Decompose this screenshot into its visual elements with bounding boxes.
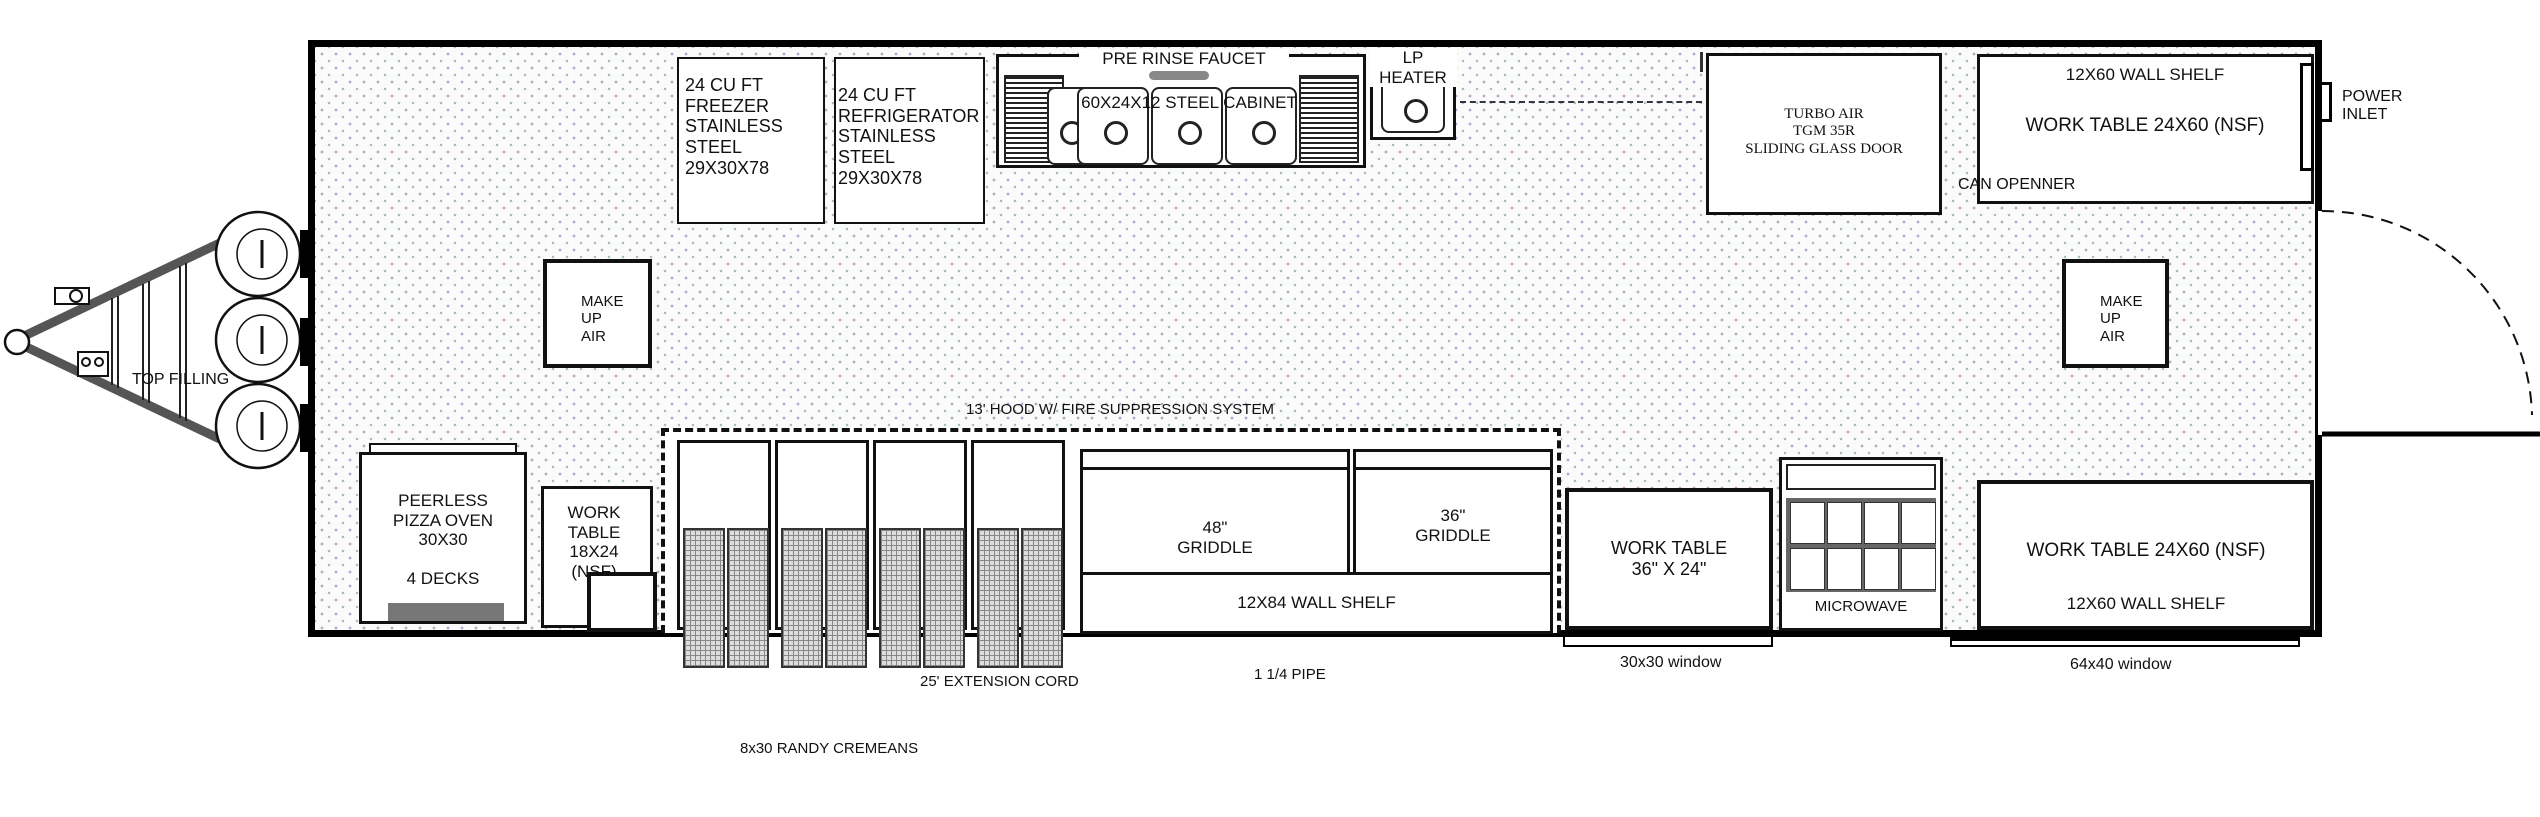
microwave-pane [1864, 548, 1899, 590]
pizza-oven: PEERLESS PIZZA OVEN 30X30 4 DECKS [359, 452, 527, 624]
fryer [873, 440, 967, 668]
door-swing [2321, 210, 2540, 437]
microwave: MICROWAVE [1779, 457, 1943, 631]
work-table-top-right: 12X60 WALL SHELF WORK TABLE 24X60 (NSF) [1977, 54, 2314, 204]
fryer-basket [977, 528, 1019, 668]
fryer [677, 440, 771, 668]
lp-heater-label: LP HEATER [1369, 48, 1457, 88]
can-opener-label: CAN OPENNER [1958, 176, 2076, 193]
make-up-air-right: MAKE UP AIR [2062, 259, 2169, 368]
work-table-36x24: WORK TABLE 36" X 24" [1565, 488, 1773, 630]
fryer-basket [923, 528, 965, 668]
faucet-label: PRE RINSE FAUCET [1079, 49, 1289, 69]
battery-box-icon [77, 351, 109, 377]
drawing-title: 8x30 RANDY CREMEANS [740, 740, 919, 757]
jack-icon [54, 287, 90, 305]
fryer-basket [727, 528, 769, 668]
fryer-basket [825, 528, 867, 668]
make-up-air-label: MAKE UP AIR [2100, 293, 2143, 345]
power-inlet-label: POWER INLET [2342, 88, 2403, 124]
lp-water-heater: LP HEATER [1369, 48, 1457, 140]
fryer [971, 440, 1065, 668]
sink-bowl [1151, 87, 1223, 165]
griddle-36-label: 36" GRIDDLE [1415, 506, 1491, 545]
fryer-basket [879, 528, 921, 668]
refrigerator-label: 24 CU FT REFRIGERATOR STAINLESS STEEL 29… [838, 85, 980, 188]
tongue-rail-top [18, 237, 224, 343]
microwave-top [1786, 464, 1936, 490]
sink-label: 60X24X12 STEEL CABINET [1081, 93, 1297, 112]
wall-shelf-label: 12X60 WALL SHELF [2065, 65, 2225, 84]
faucet-icon [1149, 71, 1209, 80]
make-up-air-label: MAKE UP AIR [581, 293, 624, 345]
hood-label: 13' HOOD W/ FIRE SUPPRESSION SYSTEM [966, 401, 1274, 418]
wall-shelf-84-label: 12X84 WALL SHELF [1237, 593, 1396, 612]
entry-door-opening[interactable] [2318, 211, 2326, 435]
window-30x30 [1563, 637, 1773, 647]
griddle-48-label: 48" GRIDDLE [1177, 518, 1253, 557]
turbo-air-label: TURBO AIR TGM 35R SLIDING GLASS DOOR [1745, 106, 1903, 157]
hand-sink [587, 572, 657, 632]
extension-cord-note: 25' EXTENSION CORD [920, 673, 1079, 690]
sink-bowl [1225, 87, 1297, 165]
work-table-label: WORK TABLE 24X60 (NSF) [2025, 115, 2265, 136]
tongue-crossbars [111, 263, 187, 421]
wall-shelf-12x84: 12X84 WALL SHELF [1080, 572, 1553, 634]
propane-tank-icon [214, 210, 302, 470]
microwave-window [1786, 498, 1936, 592]
tongue-rail-bottom [18, 339, 224, 445]
pizza-oven-label: PEERLESS PIZZA OVEN 30X30 4 DECKS [392, 491, 494, 589]
fryer-basket [683, 528, 725, 668]
griddle-48: 48" GRIDDLE [1080, 467, 1350, 575]
sink-bowl [1077, 87, 1149, 165]
oven-door [388, 603, 504, 621]
wall-shelf-label: 12X60 WALL SHELF [2066, 594, 2226, 613]
fryer [775, 440, 869, 668]
work-table-36-label: WORK TABLE 36" X 24" [1610, 538, 1728, 579]
power-inlet-box [2300, 63, 2314, 171]
trailer-hitch [3, 210, 309, 470]
freezer: 24 CU FT FREEZER STAINLESS STEEL 29X30X7… [677, 57, 825, 224]
three-compartment-sink: PRE RINSE FAUCET 60X24X12 STEEL CABINET [996, 49, 1366, 168]
turbo-air-cooler: TURBO AIR TGM 35R SLIDING GLASS DOOR [1706, 53, 1942, 215]
microwave-pane [1901, 502, 1936, 544]
microwave-pane [1790, 502, 1825, 544]
refrigerator: 24 CU FT REFRIGERATOR STAINLESS STEEL 29… [834, 57, 985, 224]
gas-line [1460, 101, 1702, 103]
griddle-36: 36" GRIDDLE [1353, 467, 1553, 575]
window-large-label: 64x40 window [2070, 656, 2172, 673]
freezer-label: 24 CU FT FREEZER STAINLESS STEEL 29X30X7… [685, 75, 783, 178]
window-64x40 [1950, 637, 2300, 647]
microwave-pane [1827, 502, 1862, 544]
microwave-pane [1864, 502, 1899, 544]
drainboard-right [1299, 75, 1359, 163]
make-up-air-left: MAKE UP AIR [543, 259, 652, 368]
work-table-small-label: WORK TABLE 18X24 (NSF) [567, 503, 621, 581]
top-filling-label: TOP FILLING [132, 371, 230, 388]
work-table-bottom-right: WORK TABLE 24X60 (NSF) 12X60 WALL SHELF [1977, 480, 2314, 630]
pipe-note: 1 1/4 PIPE [1254, 666, 1326, 683]
work-table-label: WORK TABLE 24X60 (NSF) [2026, 540, 2266, 561]
microwave-pane [1790, 548, 1825, 590]
window-small-label: 30x30 window [1620, 654, 1722, 671]
microwave-pane [1901, 548, 1936, 590]
fryer-basket [1021, 528, 1063, 668]
microwave-pane [1827, 548, 1862, 590]
fryer-basket [781, 528, 823, 668]
microwave-label: MICROWAVE [1814, 598, 1908, 615]
hitch-coupler-icon [3, 328, 31, 356]
